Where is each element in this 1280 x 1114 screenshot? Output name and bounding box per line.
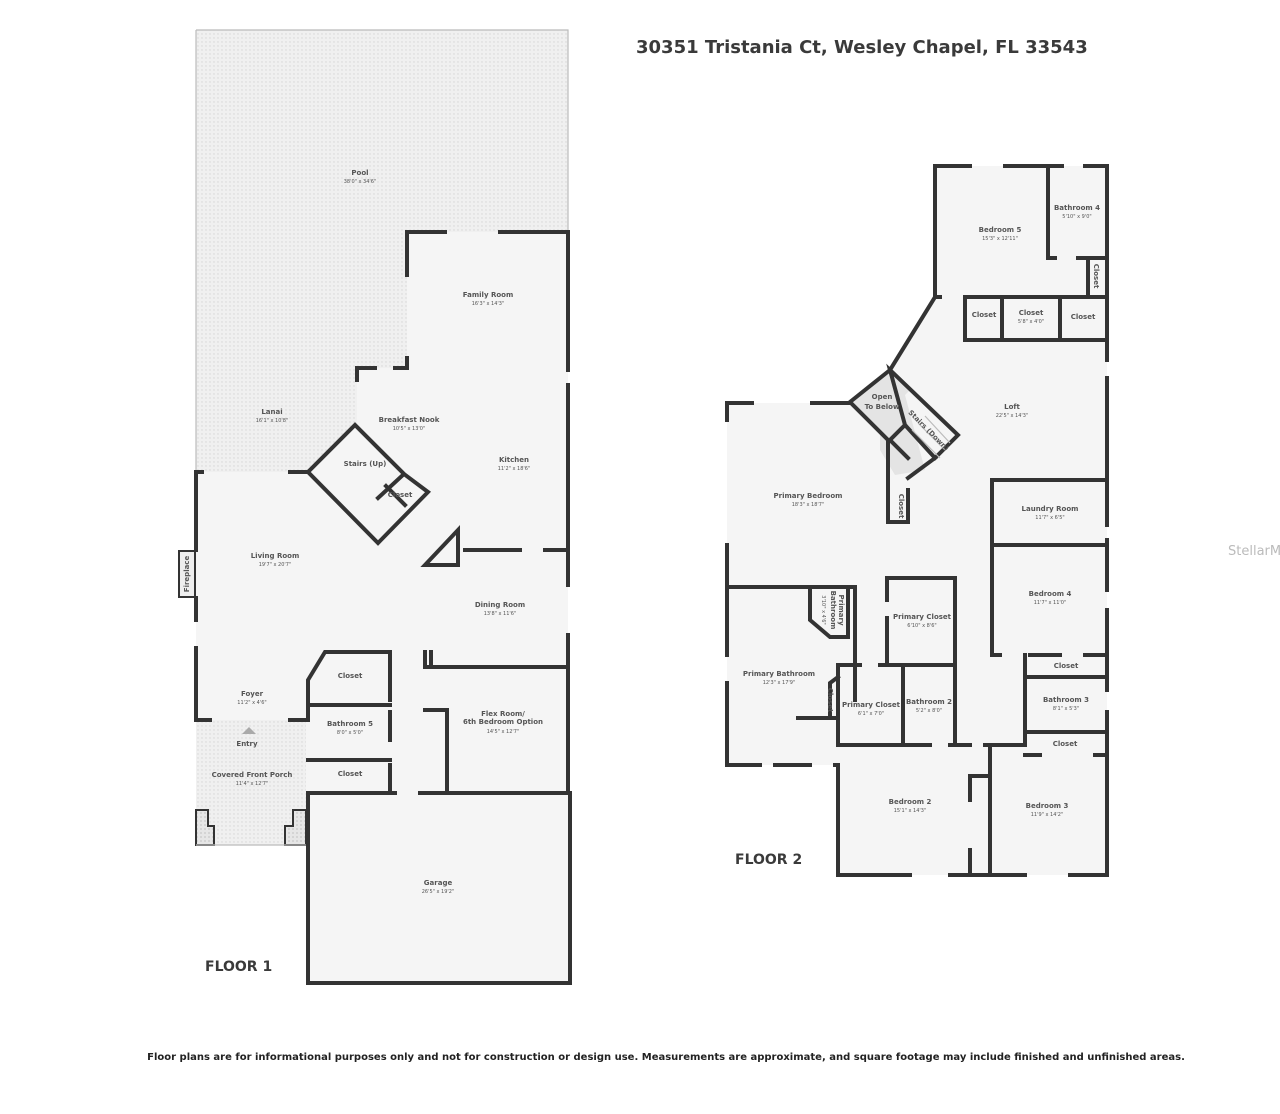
room-label: Dining Room	[475, 601, 525, 609]
disclaimer: Floor plans are for informational purpos…	[147, 1052, 1185, 1063]
room-dims: 14'5" x 12'7"	[487, 729, 520, 735]
room-dims: 15'1" x 14'3"	[894, 808, 927, 814]
room-dims: 18'3" x 18'7"	[792, 502, 825, 508]
room-label: Closet	[1092, 264, 1100, 289]
porch-area	[196, 720, 306, 845]
room-dims: 38'0" x 34'6"	[344, 179, 377, 185]
room-label: 6th Bedroom Option	[463, 718, 543, 726]
room-label: Closet	[1054, 662, 1079, 670]
room-label: Primary Bathroom	[743, 670, 815, 678]
pool-lanai-area	[196, 30, 568, 472]
floor-1-plan: Pool 38'0" x 34'6" Family Room 16'3" x 1…	[178, 29, 572, 985]
room-dims: 11'9" x 14'2"	[1031, 812, 1064, 818]
property-address: 30351 Tristania Ct, Wesley Chapel, FL 33…	[636, 37, 1088, 58]
room-label: Breakfast Nook	[379, 416, 440, 424]
room-label: Bathroom 4	[1054, 204, 1100, 212]
room-label: Closet	[1071, 313, 1096, 321]
room-dims: 11'7" x 6'5"	[1035, 515, 1064, 521]
room-label: Closet	[897, 494, 905, 519]
room-dims: 3'10" x 4'6"	[820, 595, 826, 624]
room-dims: 11'7" x 11'0"	[1034, 600, 1067, 606]
room-label: Open	[872, 393, 893, 401]
room-label: Bedroom 2	[889, 798, 932, 806]
room-label: Closet	[1053, 740, 1078, 748]
fireplace	[178, 550, 196, 598]
room-dims: 16'3" x 14'3"	[472, 301, 505, 307]
room-dims: 6'10" x 8'6"	[907, 623, 936, 629]
room-dims: 6'1" x 7'0"	[858, 711, 884, 717]
room-dims: 12'3" x 17'9"	[763, 680, 796, 686]
room-label: Bedroom 5	[979, 226, 1022, 234]
room-label: Fireplace	[183, 556, 191, 593]
room-dims: 15'3" x 12'11"	[982, 236, 1018, 242]
room-label: Closet	[388, 491, 413, 499]
room-dims: 16'1" x 10'8"	[256, 418, 289, 424]
room-dims: 5'8" x 4'0"	[1018, 319, 1044, 325]
room-label: Primary Closet	[842, 701, 901, 709]
room-dims: 19'7" x 20'7"	[259, 562, 292, 568]
room-dims: 26'5" x 19'2"	[422, 889, 455, 895]
room-label: Primary	[837, 594, 845, 625]
room-label: Bathroom	[829, 591, 837, 630]
floor-2-interior	[727, 166, 1107, 875]
floor-2-plan: Bedroom 5 15'3" x 12'11" Bathroom 4 5'10…	[725, 164, 1109, 877]
room-label: Closet	[338, 672, 363, 680]
room-label: Primary Bedroom	[774, 492, 843, 500]
room-dims: 11'2" x 4'6"	[237, 700, 266, 706]
room-label: Closet	[1019, 309, 1044, 317]
room-label: Pool	[351, 169, 368, 177]
floor-1-label: FLOOR 1	[205, 959, 272, 975]
room-dims: 11'4" x 12'7"	[236, 781, 269, 787]
room-dims: 11'2" x 18'6"	[498, 466, 531, 472]
room-dims: 22'5" x 14'3"	[996, 413, 1029, 419]
room-label: Foyer	[241, 690, 264, 698]
floor-2-label: FLOOR 2	[735, 852, 802, 868]
room-dims: 5'2" x 8'0"	[916, 708, 942, 714]
room-label: Bedroom 3	[1026, 802, 1069, 810]
room-label: Closet	[338, 770, 363, 778]
room-label: Laundry Room	[1022, 505, 1079, 513]
room-label: Primary Closet	[893, 613, 952, 621]
room-label: Bathroom 2	[906, 698, 952, 706]
room-label: Flex Room/	[481, 710, 525, 718]
room-dims: 13'8" x 11'6"	[484, 611, 517, 617]
room-label: Bathroom 3	[1043, 696, 1089, 704]
room-label: To Below	[865, 403, 900, 411]
room-label: Family Room	[463, 291, 514, 299]
room-label: Loft	[1004, 403, 1020, 411]
room-label: Stairs (Up)	[344, 460, 387, 468]
room-label: Lanai	[261, 408, 282, 416]
room-label: Closet	[972, 311, 997, 319]
room-dims: 10'5" x 13'0"	[393, 426, 426, 432]
room-label: Garage	[424, 879, 453, 887]
entry-arrow-icon	[242, 727, 256, 734]
room-label: Bedroom 4	[1029, 590, 1072, 598]
room-label: Living Room	[251, 552, 300, 560]
room-label: Entry	[236, 740, 258, 748]
room-dims: 8'0" x 5'0"	[337, 730, 363, 736]
room-dims: 8'1" x 5'3"	[1053, 706, 1079, 712]
watermark: StellarMLS	[1228, 544, 1280, 559]
room-label: Bathroom 5	[327, 720, 373, 728]
floor-1-interior	[196, 232, 570, 983]
room-label: Kitchen	[499, 456, 529, 464]
room-label: Closet	[826, 688, 834, 713]
room-dims: 5'10" x 9'0"	[1062, 214, 1091, 220]
room-label: Covered Front Porch	[212, 771, 293, 779]
